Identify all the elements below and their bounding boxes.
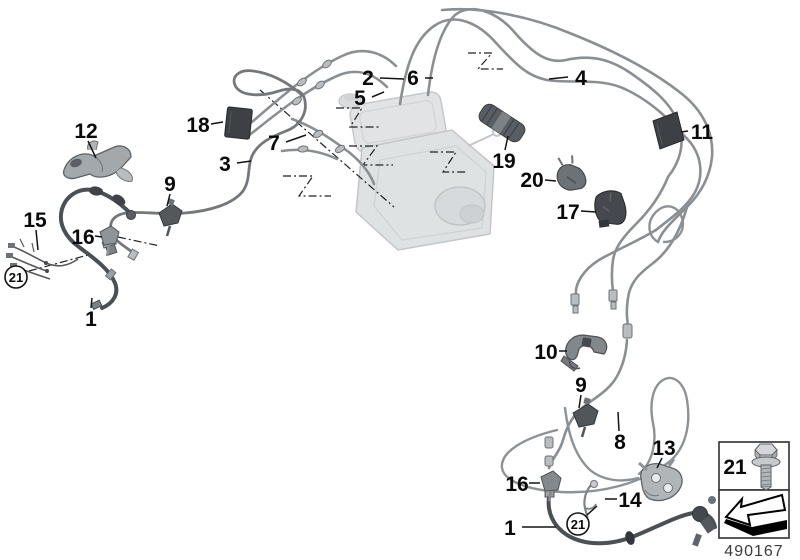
clip-9-left [158,198,183,237]
callout-8: 8 [614,431,626,454]
wheel-sensor [692,506,708,522]
brake-booster-unit [338,91,502,251]
callout-11: 11 [691,121,714,144]
bracket-12 [62,140,133,182]
brake-pipe-2 [398,18,702,232]
pipe-drop-left [574,228,658,296]
direction-arrow-icon [724,493,787,536]
callout-2: 2 [362,67,374,90]
hose-grommet [112,194,126,206]
clip-9-right [572,397,599,438]
brake-pipe-3 [109,69,307,255]
brake-pipe-7b [280,148,339,161]
callout-7: 7 [268,132,280,155]
brake-pipe-7 [290,117,376,186]
callout-6: 6 [407,67,419,90]
pipe-strand-b [563,406,640,482]
callout-labels: 2 5 6 4 12 18 3 7 9 15 16 1 11 19 20 17 … [4,67,714,540]
banjo-fitting [126,210,136,220]
callout-21-left: 21 [9,270,23,285]
callout-19: 19 [492,150,515,173]
bracket-13 [638,458,683,502]
callout-9-right: 9 [575,374,587,397]
doc-number: 490167 [724,543,783,560]
callout-21-right-circled: 21 [566,512,590,536]
brake-pipe-2-upper [250,49,398,124]
callout-21-left-circled: 21 [4,265,28,289]
pipe-loop-bottom [500,376,690,494]
bracket-16-left [99,225,120,257]
holder-17 [594,190,627,228]
callout-1-left: 1 [85,308,97,331]
bracket-16-right [540,470,562,502]
callout-1-right: 1 [504,517,516,540]
callout-9-left: 9 [164,173,176,196]
callout-12: 12 [74,120,97,143]
pad-18 [224,106,253,140]
hardware-parts [6,103,685,526]
clip-20 [556,155,587,191]
bracket-10 [560,334,608,372]
pipe-fittings [127,59,633,467]
pad-11 [652,111,685,150]
brake-pipes [109,7,714,494]
flange-bolt-icon [751,443,781,491]
callout-21-right: 21 [571,517,585,532]
grommet-19 [478,103,526,143]
callout-3: 3 [219,153,231,176]
brake-pipe-5 [245,70,389,139]
callout-16-left: 16 [71,226,94,249]
callout-17: 17 [556,201,579,224]
callout-13: 13 [652,437,675,460]
callout-20: 20 [520,169,543,192]
callout-18: 18 [186,114,210,137]
callout-5: 5 [354,87,366,110]
pipe-drop-center [625,205,689,328]
legend: 21 490167 [718,441,790,560]
hose-grommet [89,186,103,196]
pipe-knot-loop [648,205,685,244]
leader-lines [35,76,689,528]
callout-10: 10 [534,341,557,364]
legend-item-number: 21 [723,456,747,479]
construction-lines [28,52,503,272]
pipe-drop-right [610,175,670,293]
hose-ring [625,531,635,545]
callout-14: 14 [618,489,642,512]
callout-4: 4 [575,67,587,90]
callout-15: 15 [23,209,47,232]
callout-16-right: 16 [505,473,528,496]
